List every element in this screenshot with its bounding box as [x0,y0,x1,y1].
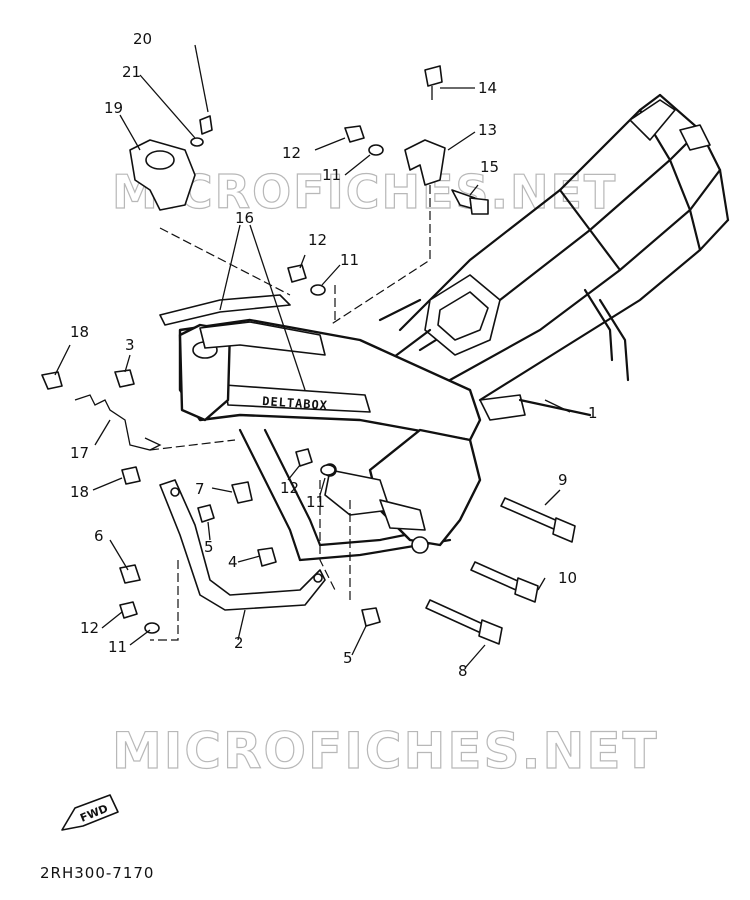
callout-4: 4 [228,553,238,571]
callout-11-bottom: 11 [108,638,127,656]
spring-clip [74,394,162,451]
callout-12-upper: 12 [282,144,301,162]
callout-19: 19 [104,99,123,117]
callout-6: 6 [94,527,104,545]
callout-7: 7 [195,480,205,498]
callout-3: 3 [125,336,135,354]
upper-clamp [404,65,489,215]
callout-12-mid: 12 [308,231,327,249]
nuts-washers [41,125,384,634]
frame-deltabox-label: DELTABOX [262,394,329,413]
callout-18-lower: 18 [70,483,89,501]
callout-20: 20 [133,30,152,48]
callout-18-upper: 18 [70,323,89,341]
engine-bracket [159,479,326,611]
callout-11-lower: 11 [306,493,325,511]
callout-8: 8 [458,662,468,680]
fwd-arrow-icon: FWD [61,794,119,831]
callout-17: 17 [70,444,89,462]
long-bolts [425,497,576,645]
callout-1: 1 [588,404,598,422]
callout-15: 15 [480,158,499,176]
callout-16: 16 [235,209,254,227]
watermark-bottom: MICROFICHES.NET [112,722,659,780]
top-bracket [129,115,213,211]
callout-10: 10 [558,569,577,587]
callout-14: 14 [478,79,497,97]
watermark-top: MICROFICHES.NET [112,165,617,219]
main-frame: DELTABOX [178,93,730,562]
callout-11-mid: 11 [340,251,359,269]
leader-lines [54,44,571,669]
callout-12-bottom: 12 [80,619,99,637]
callout-12-lower: 12 [280,479,299,497]
callout-9: 9 [558,471,568,489]
callout-numbers: 20 21 19 14 13 12 11 15 16 12 11 18 3 1 … [70,30,598,680]
callout-5-lower: 5 [343,649,353,667]
callout-21: 21 [122,63,141,81]
callout-11-upper: 11 [322,166,341,184]
callout-13: 13 [478,121,497,139]
callout-5-upper: 5 [204,538,214,556]
strip-piece [159,294,291,326]
callout-2: 2 [234,634,244,652]
reference-code: 2RH300-7170 [40,864,154,882]
